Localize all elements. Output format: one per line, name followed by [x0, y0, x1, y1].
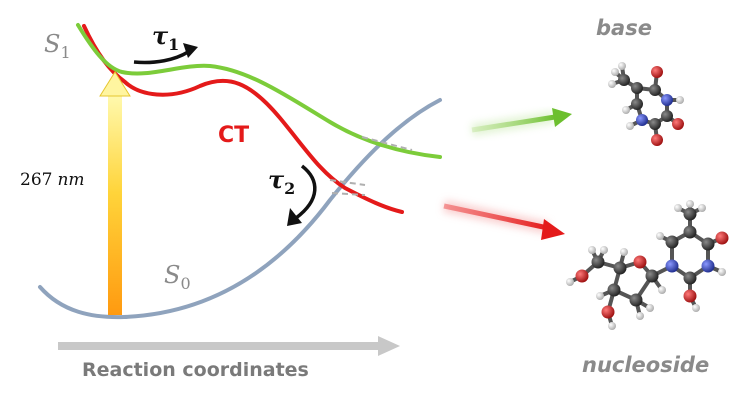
reaction-axis-arrow [58, 336, 400, 356]
red-arrow [442, 200, 565, 240]
tau2-label: τ2 [268, 165, 295, 198]
tau1-label: τ1 [152, 21, 179, 54]
tau2-arrow [287, 164, 317, 226]
ct-label: CT [218, 123, 249, 148]
s1-label: S1 [44, 30, 71, 62]
excitation-arrow [99, 71, 131, 315]
s0-label: S0 [164, 261, 191, 293]
green-arrow [471, 108, 572, 136]
axis-label: Reaction coordinates [82, 359, 309, 381]
base-label: base [596, 16, 652, 40]
tau1-arrow [133, 43, 198, 65]
thymine-molecule-icon [608, 62, 684, 146]
nucleoside-label: nucleoside [582, 353, 709, 377]
ct-curve [82, 24, 404, 214]
crossing-markers [329, 136, 413, 196]
s0-curve [38, 98, 442, 320]
thymidine-molecule-icon [566, 200, 729, 330]
